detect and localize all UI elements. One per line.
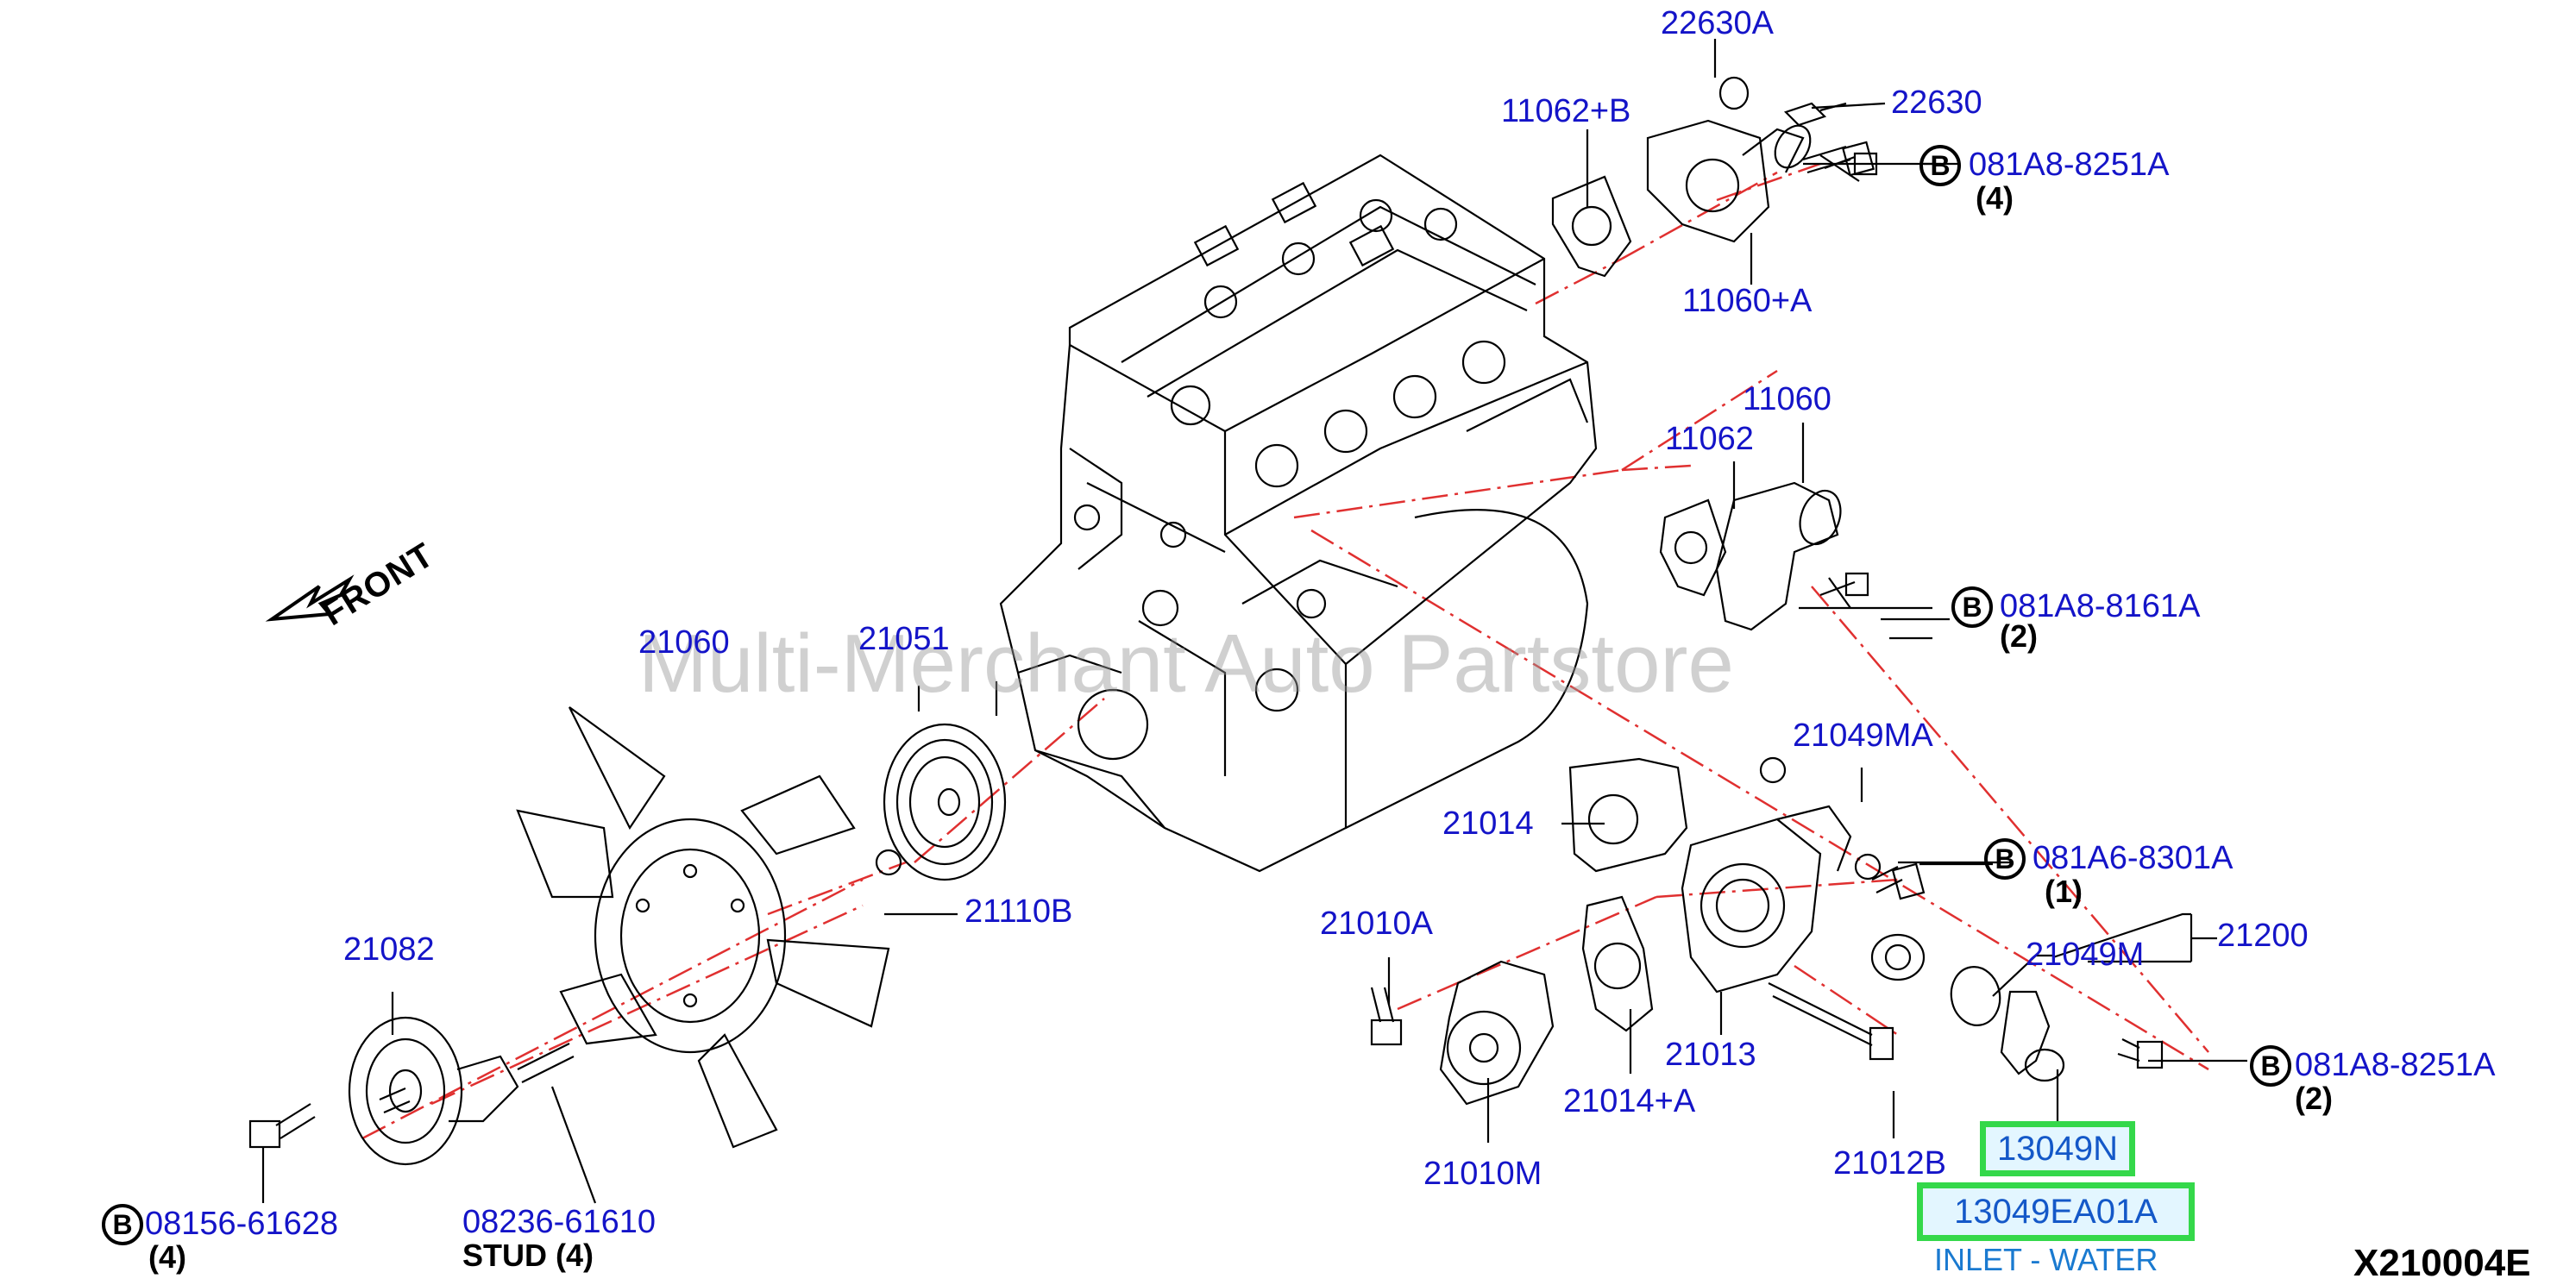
middle-water-outlet bbox=[1659, 481, 1869, 631]
quantity-1: (1) bbox=[2045, 874, 2083, 909]
label-081A8-8251A-top: 081A8-8251A bbox=[1969, 147, 2170, 183]
alignment-lines bbox=[361, 162, 2209, 1140]
fan-coupling bbox=[348, 1016, 519, 1166]
label-21060: 21060 bbox=[638, 624, 730, 661]
quantity-4-top: (4) bbox=[1976, 180, 2014, 216]
label-081A8-8251A-bottom: 081A8-8251A bbox=[2295, 1047, 2496, 1083]
label-21082: 21082 bbox=[343, 931, 435, 968]
label-21051: 21051 bbox=[858, 621, 950, 657]
label-21200: 21200 bbox=[2217, 918, 2309, 954]
label-21014A: 21014+A bbox=[1563, 1083, 1696, 1119]
watermark: Multi-Merchant Auto Partstore bbox=[638, 617, 1734, 710]
label-21049MA: 21049MA bbox=[1793, 718, 1933, 754]
label-21014: 21014 bbox=[1442, 805, 1534, 842]
label-11060A: 11060+A bbox=[1682, 283, 1813, 319]
quantity-2-bottom: (2) bbox=[2295, 1081, 2333, 1116]
highlight-13049EA01A[interactable]: 13049EA01A bbox=[1917, 1182, 2195, 1241]
label-21012B: 21012B bbox=[1833, 1145, 1947, 1182]
quantity-4-bottom-left: (4) bbox=[148, 1239, 186, 1275]
bolt-symbol-b: B bbox=[1984, 838, 2026, 880]
label-08156-61628: 08156-61628 bbox=[145, 1206, 338, 1242]
label-21013: 21013 bbox=[1665, 1037, 1756, 1073]
label-11060: 11060 bbox=[1743, 381, 1831, 417]
bolt-symbol-b: B bbox=[1951, 586, 1993, 628]
part-13049EA01A: 13049EA01A bbox=[1954, 1193, 2158, 1231]
label-21110B: 21110B bbox=[964, 893, 1073, 930]
highlight-13049N[interactable]: 13049N bbox=[1980, 1121, 2135, 1176]
label-21010M: 21010M bbox=[1423, 1156, 1542, 1192]
label-11062B: 11062+B bbox=[1501, 93, 1631, 129]
label-21010A: 21010A bbox=[1320, 906, 1434, 942]
label-081A6-8301A: 081A6-8301A bbox=[2033, 840, 2234, 876]
water-pump-assembly bbox=[1439, 756, 2065, 1106]
bolt-symbol-b: B bbox=[102, 1204, 143, 1245]
quantity-2-mid: (2) bbox=[2000, 618, 2038, 654]
drawing-code: X210004E bbox=[2353, 1242, 2531, 1284]
label-081A8-8161A: 081A8-8161A bbox=[2000, 588, 2201, 624]
cooling-fan bbox=[516, 706, 890, 1149]
crank-pulley bbox=[875, 723, 1007, 881]
label-21049M: 21049M bbox=[2026, 937, 2145, 973]
label-08236-61610: 08236-61610 bbox=[462, 1204, 656, 1240]
bolt-symbol-b: B bbox=[1919, 145, 1961, 186]
part-description: INLET - WATER bbox=[1934, 1242, 2158, 1277]
label-22630: 22630 bbox=[1891, 85, 1982, 121]
label-stud: STUD (4) bbox=[462, 1238, 594, 1273]
label-11062: 11062 bbox=[1665, 421, 1754, 457]
part-13049N: 13049N bbox=[1996, 1130, 2119, 1168]
leader-lines bbox=[261, 39, 2247, 1204]
front-arrow-icon bbox=[265, 574, 355, 622]
label-22630A: 22630A bbox=[1661, 5, 1775, 41]
engine-block bbox=[999, 154, 1598, 873]
bolt-symbol-b: B bbox=[2250, 1045, 2291, 1087]
